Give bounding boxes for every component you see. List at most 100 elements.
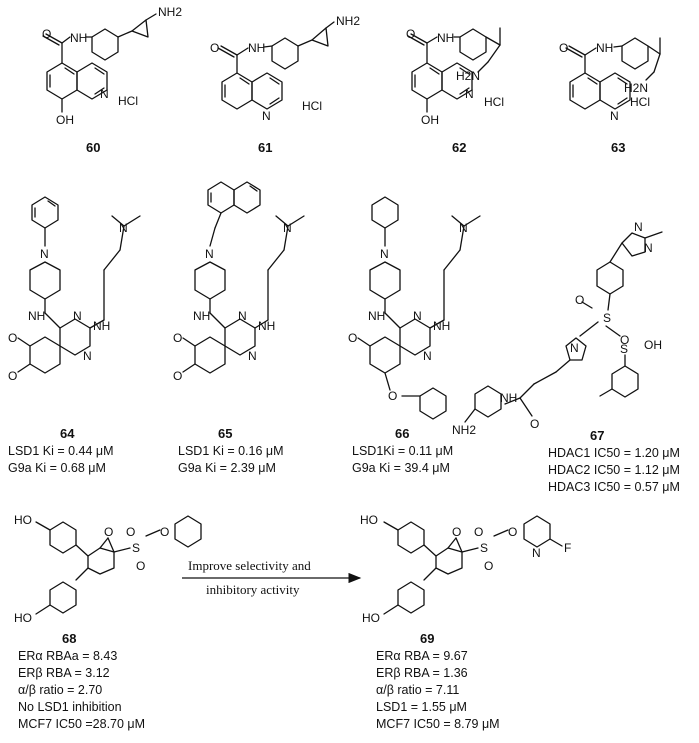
arrow-label-line-2: inhibitory activity <box>206 582 300 597</box>
compound-label-62: 62 <box>452 140 466 155</box>
atom-nh: NH <box>93 319 110 333</box>
atom-oh: OH <box>644 338 662 352</box>
atom-nh: NH <box>596 41 613 55</box>
compound-label-65: 65 <box>218 426 232 441</box>
atom-oh: OH <box>56 113 74 127</box>
compound-label-66: 66 <box>395 426 409 441</box>
property-line: G9a Ki = 0.68 μM <box>8 461 106 475</box>
atom-nh: NH <box>500 391 517 405</box>
compound-label-60: 60 <box>86 140 100 155</box>
compound-label-67: 67 <box>590 428 604 443</box>
property-line: MCF7 IC50 = 8.79 μM <box>376 717 500 731</box>
atom-o: O <box>575 293 584 307</box>
property-line: HDAC1 IC50 = 1.20 μM <box>548 446 680 460</box>
atom-nh2: NH2 <box>158 5 182 19</box>
property-line: ERα RBAa = 8.43 <box>18 649 117 663</box>
atom-o: O <box>104 525 113 539</box>
atom-nh: NH <box>258 319 275 333</box>
atom-nh: NH <box>437 31 454 45</box>
property-line: LSD1 Ki = 0.44 μM <box>8 444 114 458</box>
atom-o: O <box>474 525 483 539</box>
atom-s: S <box>132 541 140 555</box>
atom-o: O <box>484 559 493 573</box>
atom-o: O <box>348 331 357 345</box>
atom-hcl: HCl <box>118 94 138 108</box>
atom-nh: NH <box>193 309 210 323</box>
atom-n: N <box>119 221 128 235</box>
atom-nh: NH <box>70 31 87 45</box>
atom-n: N <box>644 241 653 255</box>
property-line: ERβ RBA = 1.36 <box>376 666 468 680</box>
property-line: G9a Ki = 2.39 μM <box>178 461 276 475</box>
compound-66-structure <box>357 196 481 420</box>
atom-n: N <box>380 247 389 261</box>
atom-n: N <box>570 341 579 355</box>
atom-o: O <box>388 389 397 403</box>
compound-64-structure <box>17 196 141 374</box>
atom-n: N <box>423 349 432 363</box>
atom-ho: HO <box>14 611 32 625</box>
property-line: ERβ RBA = 3.12 <box>18 666 110 680</box>
property-line: HDAC3 IC50 = 0.57 μM <box>548 480 680 494</box>
atom-nh2: NH2 <box>452 423 476 437</box>
atom-ho: HO <box>14 513 32 527</box>
atom-o: O <box>8 331 17 345</box>
atom-n: N <box>532 546 541 560</box>
atom-n: N <box>248 349 257 363</box>
atom-o: O <box>406 27 415 41</box>
atom-nh: NH <box>433 319 450 333</box>
atom-hcl: HCl <box>302 99 322 113</box>
property-line: LSD1 Ki = 0.16 μM <box>178 444 284 458</box>
property-line: No LSD1 inhibition <box>18 700 122 714</box>
atom-o: O <box>42 27 51 41</box>
compound-63-structure <box>565 37 661 110</box>
property-line: MCF7 IC50 =28.70 μM <box>18 717 145 731</box>
compound-label-63: 63 <box>611 140 625 155</box>
atom-o: O <box>210 41 219 55</box>
compound-68-structure <box>35 515 202 615</box>
atom-n: N <box>262 109 271 123</box>
compound-label-68: 68 <box>62 631 76 646</box>
atom-n: N <box>205 247 214 261</box>
atom-n: N <box>283 221 292 235</box>
atom-ho: HO <box>362 611 380 625</box>
atom-nh: NH <box>248 41 265 55</box>
atom-nh2: NH2 <box>336 14 360 28</box>
atom-n: N <box>73 309 82 323</box>
atom-o: O <box>620 333 629 347</box>
atom-n: N <box>40 247 49 261</box>
atom-s: S <box>480 541 488 555</box>
atom-o: O <box>559 41 568 55</box>
atom-n: N <box>610 109 619 123</box>
atom-hcl: HCl <box>630 95 650 109</box>
atom-h2n: H2N <box>624 81 648 95</box>
atom-n: N <box>465 87 474 101</box>
atom-hcl: HCl <box>484 95 504 109</box>
atom-o: O <box>173 331 182 345</box>
atom-o: O <box>126 525 135 539</box>
compound-65-structure <box>182 181 305 374</box>
atom-o: O <box>8 369 17 383</box>
atom-ho: HO <box>360 513 378 527</box>
atom-o: O <box>173 369 182 383</box>
atom-o: O <box>530 417 539 431</box>
compound-label-69: 69 <box>420 631 434 646</box>
compound-label-61: 61 <box>258 140 272 155</box>
property-line: ERα RBA = 9.67 <box>376 649 468 663</box>
atom-o: O <box>452 525 461 539</box>
property-line: α/β ratio = 2.70 <box>18 683 102 697</box>
property-line: HDAC2 IC50 = 1.12 μM <box>548 463 680 477</box>
atom-f: F <box>564 541 571 555</box>
property-line: LSD1Ki = 0.11 μM <box>352 444 453 458</box>
atom-o: O <box>508 525 517 539</box>
atom-nh: NH <box>28 309 45 323</box>
compound-61-structure <box>217 21 335 110</box>
atom-s: S <box>620 342 628 356</box>
atom-o: O <box>160 525 169 539</box>
property-line: LSD1 = 1.55 μM <box>376 700 467 714</box>
compound-60-structure <box>42 13 157 113</box>
atom-n: N <box>238 309 247 323</box>
compound-67-structure <box>464 231 663 423</box>
